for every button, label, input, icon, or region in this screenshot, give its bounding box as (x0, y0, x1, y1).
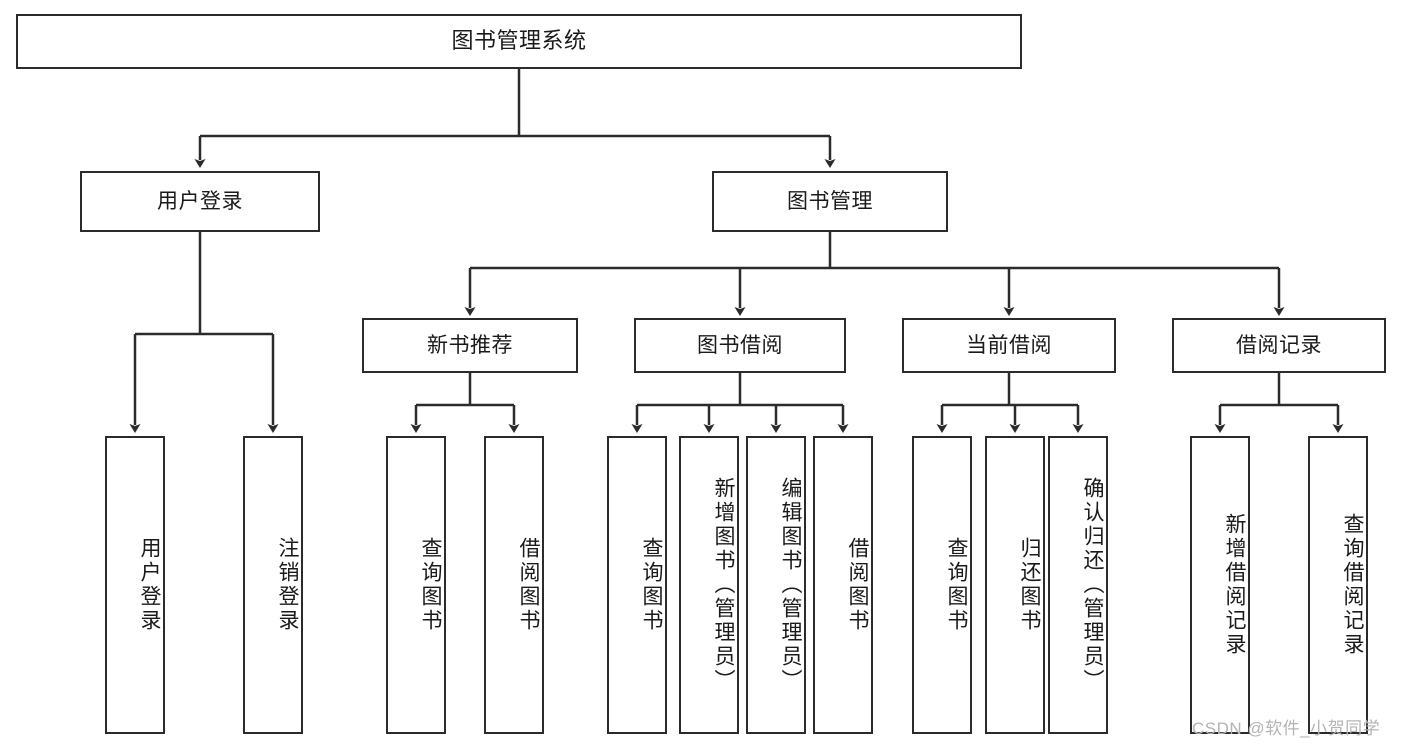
csdn-watermark: CSDN @软件_小贺同学 (1192, 719, 1381, 738)
leaf-borrow-book-2[interactable]: 借阅图书 (813, 436, 873, 734)
node-root[interactable]: 图书管理系统 (16, 14, 1022, 69)
leaf-user-logout[interactable]: 注销登录 (243, 436, 303, 734)
leaf-add-borrow-record[interactable]: 新增借阅记录 (1190, 436, 1250, 734)
leaf-query-borrow-record[interactable]: 查询借阅记录 (1308, 436, 1368, 734)
node-new-book-recommend[interactable]: 新书推荐 (362, 318, 578, 373)
leaf-edit-book-admin[interactable]: 编辑图书（管理员） (746, 436, 806, 734)
leaf-query-book-1[interactable]: 查询图书 (386, 436, 446, 734)
leaf-query-book-3[interactable]: 查询图书 (912, 436, 972, 734)
leaf-return-book[interactable]: 归还图书 (985, 436, 1045, 734)
node-user-login[interactable]: 用户登录 (80, 171, 320, 232)
leaf-query-book-2[interactable]: 查询图书 (607, 436, 667, 734)
node-borrow-record[interactable]: 借阅记录 (1172, 318, 1386, 373)
node-current-borrow[interactable]: 当前借阅 (902, 318, 1116, 373)
leaf-confirm-return-admin[interactable]: 确认归还（管理员） (1048, 436, 1108, 734)
leaf-user-login[interactable]: 用户登录 (105, 436, 165, 734)
leaf-borrow-book-1[interactable]: 借阅图书 (484, 436, 544, 734)
node-book-borrow[interactable]: 图书借阅 (634, 318, 846, 373)
node-book-management[interactable]: 图书管理 (712, 171, 948, 232)
leaf-add-book-admin[interactable]: 新增图书（管理员） (679, 436, 739, 734)
